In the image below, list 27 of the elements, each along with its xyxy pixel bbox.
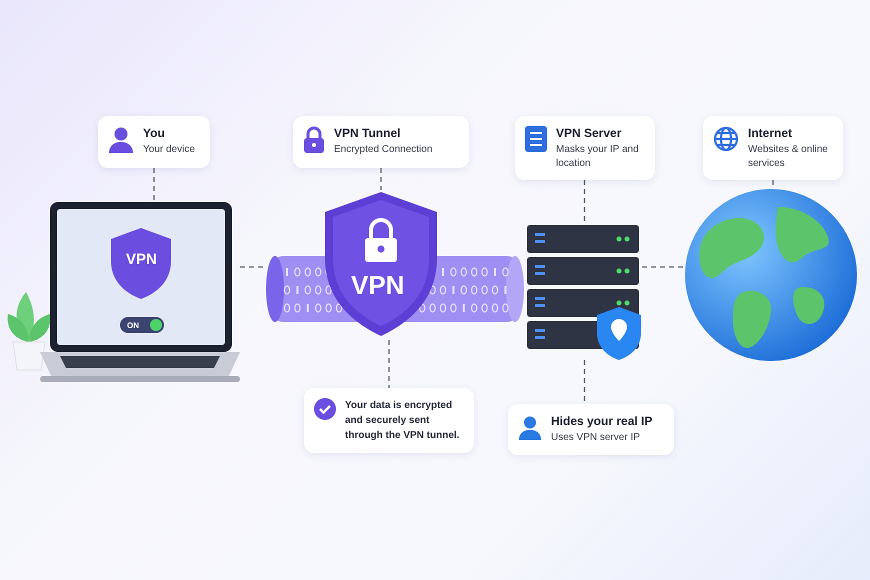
info-card xyxy=(98,116,210,168)
card-subtitle: Your device xyxy=(143,143,195,156)
card-title: VPN Server xyxy=(556,126,622,140)
toggle-switch: ON xyxy=(120,317,164,333)
info-card xyxy=(304,388,474,453)
info-card xyxy=(703,116,843,180)
info-card xyxy=(293,116,469,168)
connector-line xyxy=(153,168,155,200)
card-subtitle: Encrypted Connection xyxy=(334,143,432,156)
shield-label: VPN xyxy=(126,251,157,268)
card-subtitle: Uses VPN server IP xyxy=(551,431,641,444)
connector-line xyxy=(388,340,390,388)
card-title: Internet xyxy=(748,126,794,140)
card-title: You xyxy=(143,126,166,140)
connector-line xyxy=(584,360,586,404)
card-subtitle: Masks your IP and location xyxy=(556,143,640,170)
card-title: VPN Tunnel xyxy=(334,126,402,140)
connector-line xyxy=(772,180,774,187)
card-text: Your data is encrypted and securely sent through the VPN tunnel. xyxy=(345,399,460,443)
info-card xyxy=(508,404,674,454)
connector-line xyxy=(642,266,683,268)
info-card xyxy=(515,116,655,180)
shield-label: VPN xyxy=(351,270,404,301)
connector-line xyxy=(240,266,265,268)
card-title: Hides your real IP xyxy=(551,414,652,428)
connector-line xyxy=(380,168,382,190)
card-subtitle: Websites & online services xyxy=(748,143,829,170)
